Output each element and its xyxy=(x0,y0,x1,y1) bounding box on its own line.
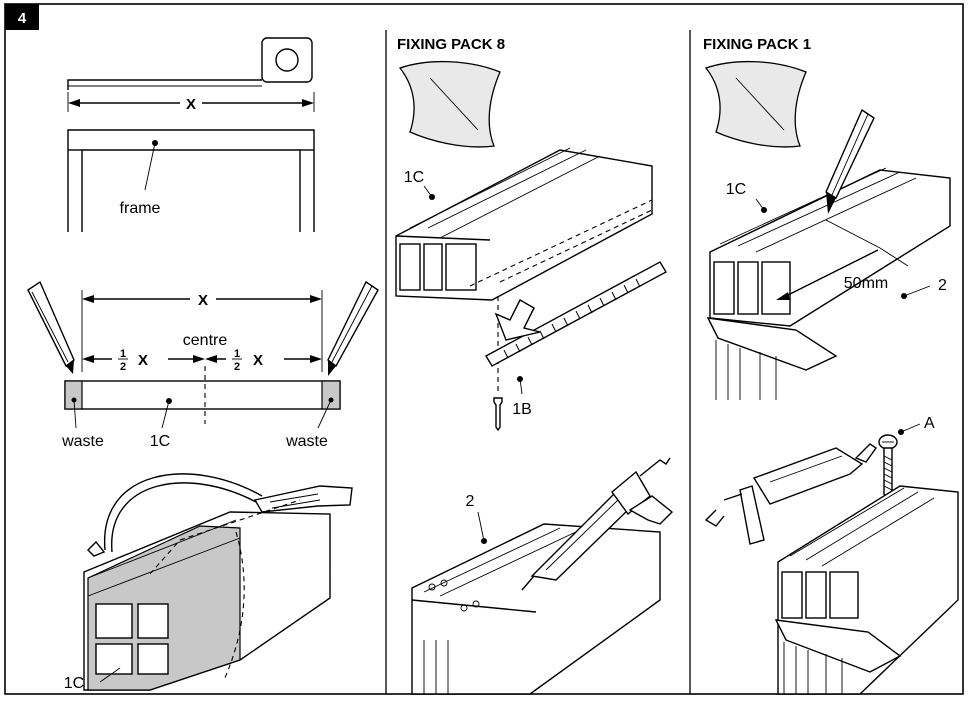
fixing-pack-8-header: FIXING PACK 8 xyxy=(397,36,505,53)
fixing-strip-1b-illustration xyxy=(485,261,667,432)
centre-label: centre xyxy=(183,332,228,349)
part-1c-label-right: 1C xyxy=(726,181,746,198)
frame-label: frame xyxy=(120,200,161,217)
part-2-pointer-right xyxy=(901,285,931,299)
sealant-gun-right-illustration xyxy=(704,443,877,545)
half-den-right: 2 xyxy=(234,361,240,373)
half-x-left: X xyxy=(138,352,148,369)
profile-2-illustration xyxy=(411,511,661,695)
tape-measure-illustration xyxy=(67,37,313,90)
hacksaw-illustration xyxy=(87,473,353,557)
screw-a-illustration xyxy=(878,423,921,524)
part-2-label-mid: 2 xyxy=(466,493,475,510)
half-x-right: X xyxy=(253,352,263,369)
part-1c-label-mid: 1C xyxy=(404,169,424,186)
saw-profile-illustration xyxy=(83,499,331,691)
half-dimension-right xyxy=(205,355,322,363)
frame-illustration xyxy=(67,129,315,232)
waste-right-label: waste xyxy=(285,433,328,450)
waste-left-label: waste xyxy=(61,433,104,450)
half-den-left: 2 xyxy=(120,361,126,373)
half-num-right: 1 xyxy=(234,348,240,360)
profile-1c-illustration xyxy=(395,147,653,394)
step-badge: 4 xyxy=(5,4,39,30)
step-number: 4 xyxy=(18,10,27,27)
cut-length-dimension xyxy=(81,290,323,372)
pencil-left-icon xyxy=(27,280,75,374)
distance-50mm-dimension xyxy=(776,219,909,300)
profile-1c-right-illustration xyxy=(706,167,951,400)
profile-bar-illustration xyxy=(64,366,341,429)
profile-2-right-illustration xyxy=(774,485,959,695)
pencil-right-icon xyxy=(327,280,379,376)
saw-part-label: 1C xyxy=(64,675,84,692)
sealant-gun-illustration xyxy=(521,457,674,591)
profile-part-label: 1C xyxy=(150,433,170,450)
pencil-marking-icon xyxy=(825,108,875,214)
half-dimension-left xyxy=(82,355,205,363)
half-num-left: 1 xyxy=(120,348,126,360)
part-2-label-right: 2 xyxy=(938,277,947,294)
part-a-label: A xyxy=(924,415,935,432)
fixing-pack-1-bag-icon xyxy=(704,60,807,148)
frame-measure-label: X xyxy=(186,96,196,113)
distance-50mm-label: 50mm xyxy=(844,275,888,292)
part-1b-label: 1B xyxy=(512,401,532,418)
cut-length-label: X xyxy=(198,292,208,309)
fixing-pack-8-bag-icon xyxy=(398,60,501,148)
fixing-pack-1-header: FIXING PACK 1 xyxy=(703,36,811,53)
frame-measure-dimension xyxy=(67,92,315,112)
